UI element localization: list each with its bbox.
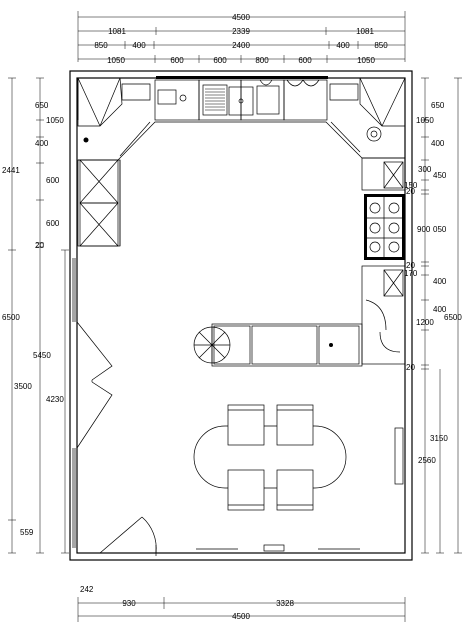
dim-top-total: 4500 bbox=[232, 13, 250, 22]
chair bbox=[276, 469, 314, 511]
left-wall-windows bbox=[72, 258, 76, 548]
dim-bottom-3328: 3328 bbox=[276, 599, 294, 608]
sink bbox=[202, 84, 254, 116]
dim-left-4230: 4230 bbox=[46, 395, 64, 404]
dim-right-3150: 3150 bbox=[430, 434, 448, 443]
dim-right-900: 900 bbox=[417, 225, 431, 234]
dim-right-450: 450 bbox=[433, 171, 447, 180]
dim-top-850-left: 850 bbox=[94, 41, 108, 50]
dim-right-1050: 1050 bbox=[416, 116, 434, 125]
dim-bottom-242: 242 bbox=[80, 585, 94, 594]
top-counter bbox=[77, 76, 406, 161]
dim-left-600-a: 600 bbox=[46, 176, 60, 185]
dining-table bbox=[193, 404, 347, 511]
dim-top-1081-left: 1081 bbox=[108, 27, 126, 36]
dim-right-650: 650 bbox=[431, 101, 445, 110]
dim-right-400-a: 400 bbox=[433, 277, 447, 286]
right-counter bbox=[361, 126, 406, 365]
dim-top-2400: 2400 bbox=[232, 41, 250, 50]
dim-left-600-b: 600 bbox=[46, 219, 60, 228]
dim-right-2560: 2560 bbox=[418, 456, 436, 465]
spiral-stair bbox=[193, 326, 231, 364]
dim-top-2339: 2339 bbox=[232, 27, 250, 36]
dim-left-2441: 2441 bbox=[2, 166, 20, 175]
dim-right-20-c: 20 bbox=[406, 363, 415, 372]
entry-door bbox=[99, 516, 157, 556]
bottom-dimensions: 242 930 3328 4500 bbox=[77, 585, 406, 622]
dim-top-400-right: 400 bbox=[336, 41, 350, 50]
balcony-door bbox=[76, 321, 113, 449]
dim-right-400-b: 400 bbox=[433, 305, 447, 314]
dim-left-400: 400 bbox=[35, 139, 49, 148]
dim-top-600-c: 600 bbox=[298, 56, 312, 65]
dim-left-6500: 6500 bbox=[2, 313, 20, 322]
dim-top-1050-right: 1050 bbox=[357, 56, 375, 65]
dim-right-170: 170 bbox=[404, 269, 418, 278]
top-dimensions: 4500 1081 2339 1081 850 400 2400 400 850… bbox=[77, 11, 406, 65]
dim-bottom-930: 930 bbox=[122, 599, 136, 608]
dim-left-1050: 1050 bbox=[46, 116, 64, 125]
right-wall-radiator bbox=[394, 427, 404, 485]
dim-top-400-left: 400 bbox=[132, 41, 146, 50]
chair bbox=[227, 404, 265, 446]
gas-hob bbox=[364, 194, 405, 260]
dim-top-600-b: 600 bbox=[213, 56, 227, 65]
dim-right-050: 050 bbox=[433, 225, 447, 234]
right-dimensions: 650 1050 400 300 450 150 20 900 050 20 1… bbox=[404, 77, 462, 554]
dim-left-3500: 3500 bbox=[14, 382, 32, 391]
chair bbox=[227, 469, 265, 511]
dim-bottom-total: 4500 bbox=[232, 612, 250, 621]
dim-top-600-a: 600 bbox=[170, 56, 184, 65]
dim-left-650: 650 bbox=[35, 101, 49, 110]
dim-left-20: 20 bbox=[35, 241, 44, 250]
dim-right-20-a: 20 bbox=[406, 187, 415, 196]
chair bbox=[276, 404, 314, 446]
dim-right-1200: 1200 bbox=[416, 318, 434, 327]
dim-right-150: 150 bbox=[404, 181, 418, 190]
dim-right-6500: 6500 bbox=[444, 313, 462, 322]
dim-top-1081-right: 1081 bbox=[356, 27, 374, 36]
left-dimensions: 2441 6500 3500 559 650 1050 400 600 600 … bbox=[2, 77, 69, 554]
peninsula-counter bbox=[193, 323, 363, 367]
dim-left-5450: 5450 bbox=[33, 351, 51, 360]
dim-right-300: 300 bbox=[418, 165, 432, 174]
dim-left-559: 559 bbox=[20, 528, 34, 537]
left-counter bbox=[77, 159, 121, 247]
dim-right-400: 400 bbox=[431, 139, 445, 148]
dim-right-20-b: 20 bbox=[406, 261, 415, 270]
dim-top-1050-left: 1050 bbox=[107, 56, 125, 65]
dim-top-850-right: 850 bbox=[374, 41, 388, 50]
dim-top-800: 800 bbox=[255, 56, 269, 65]
bottom-wall-fixtures bbox=[196, 544, 360, 552]
